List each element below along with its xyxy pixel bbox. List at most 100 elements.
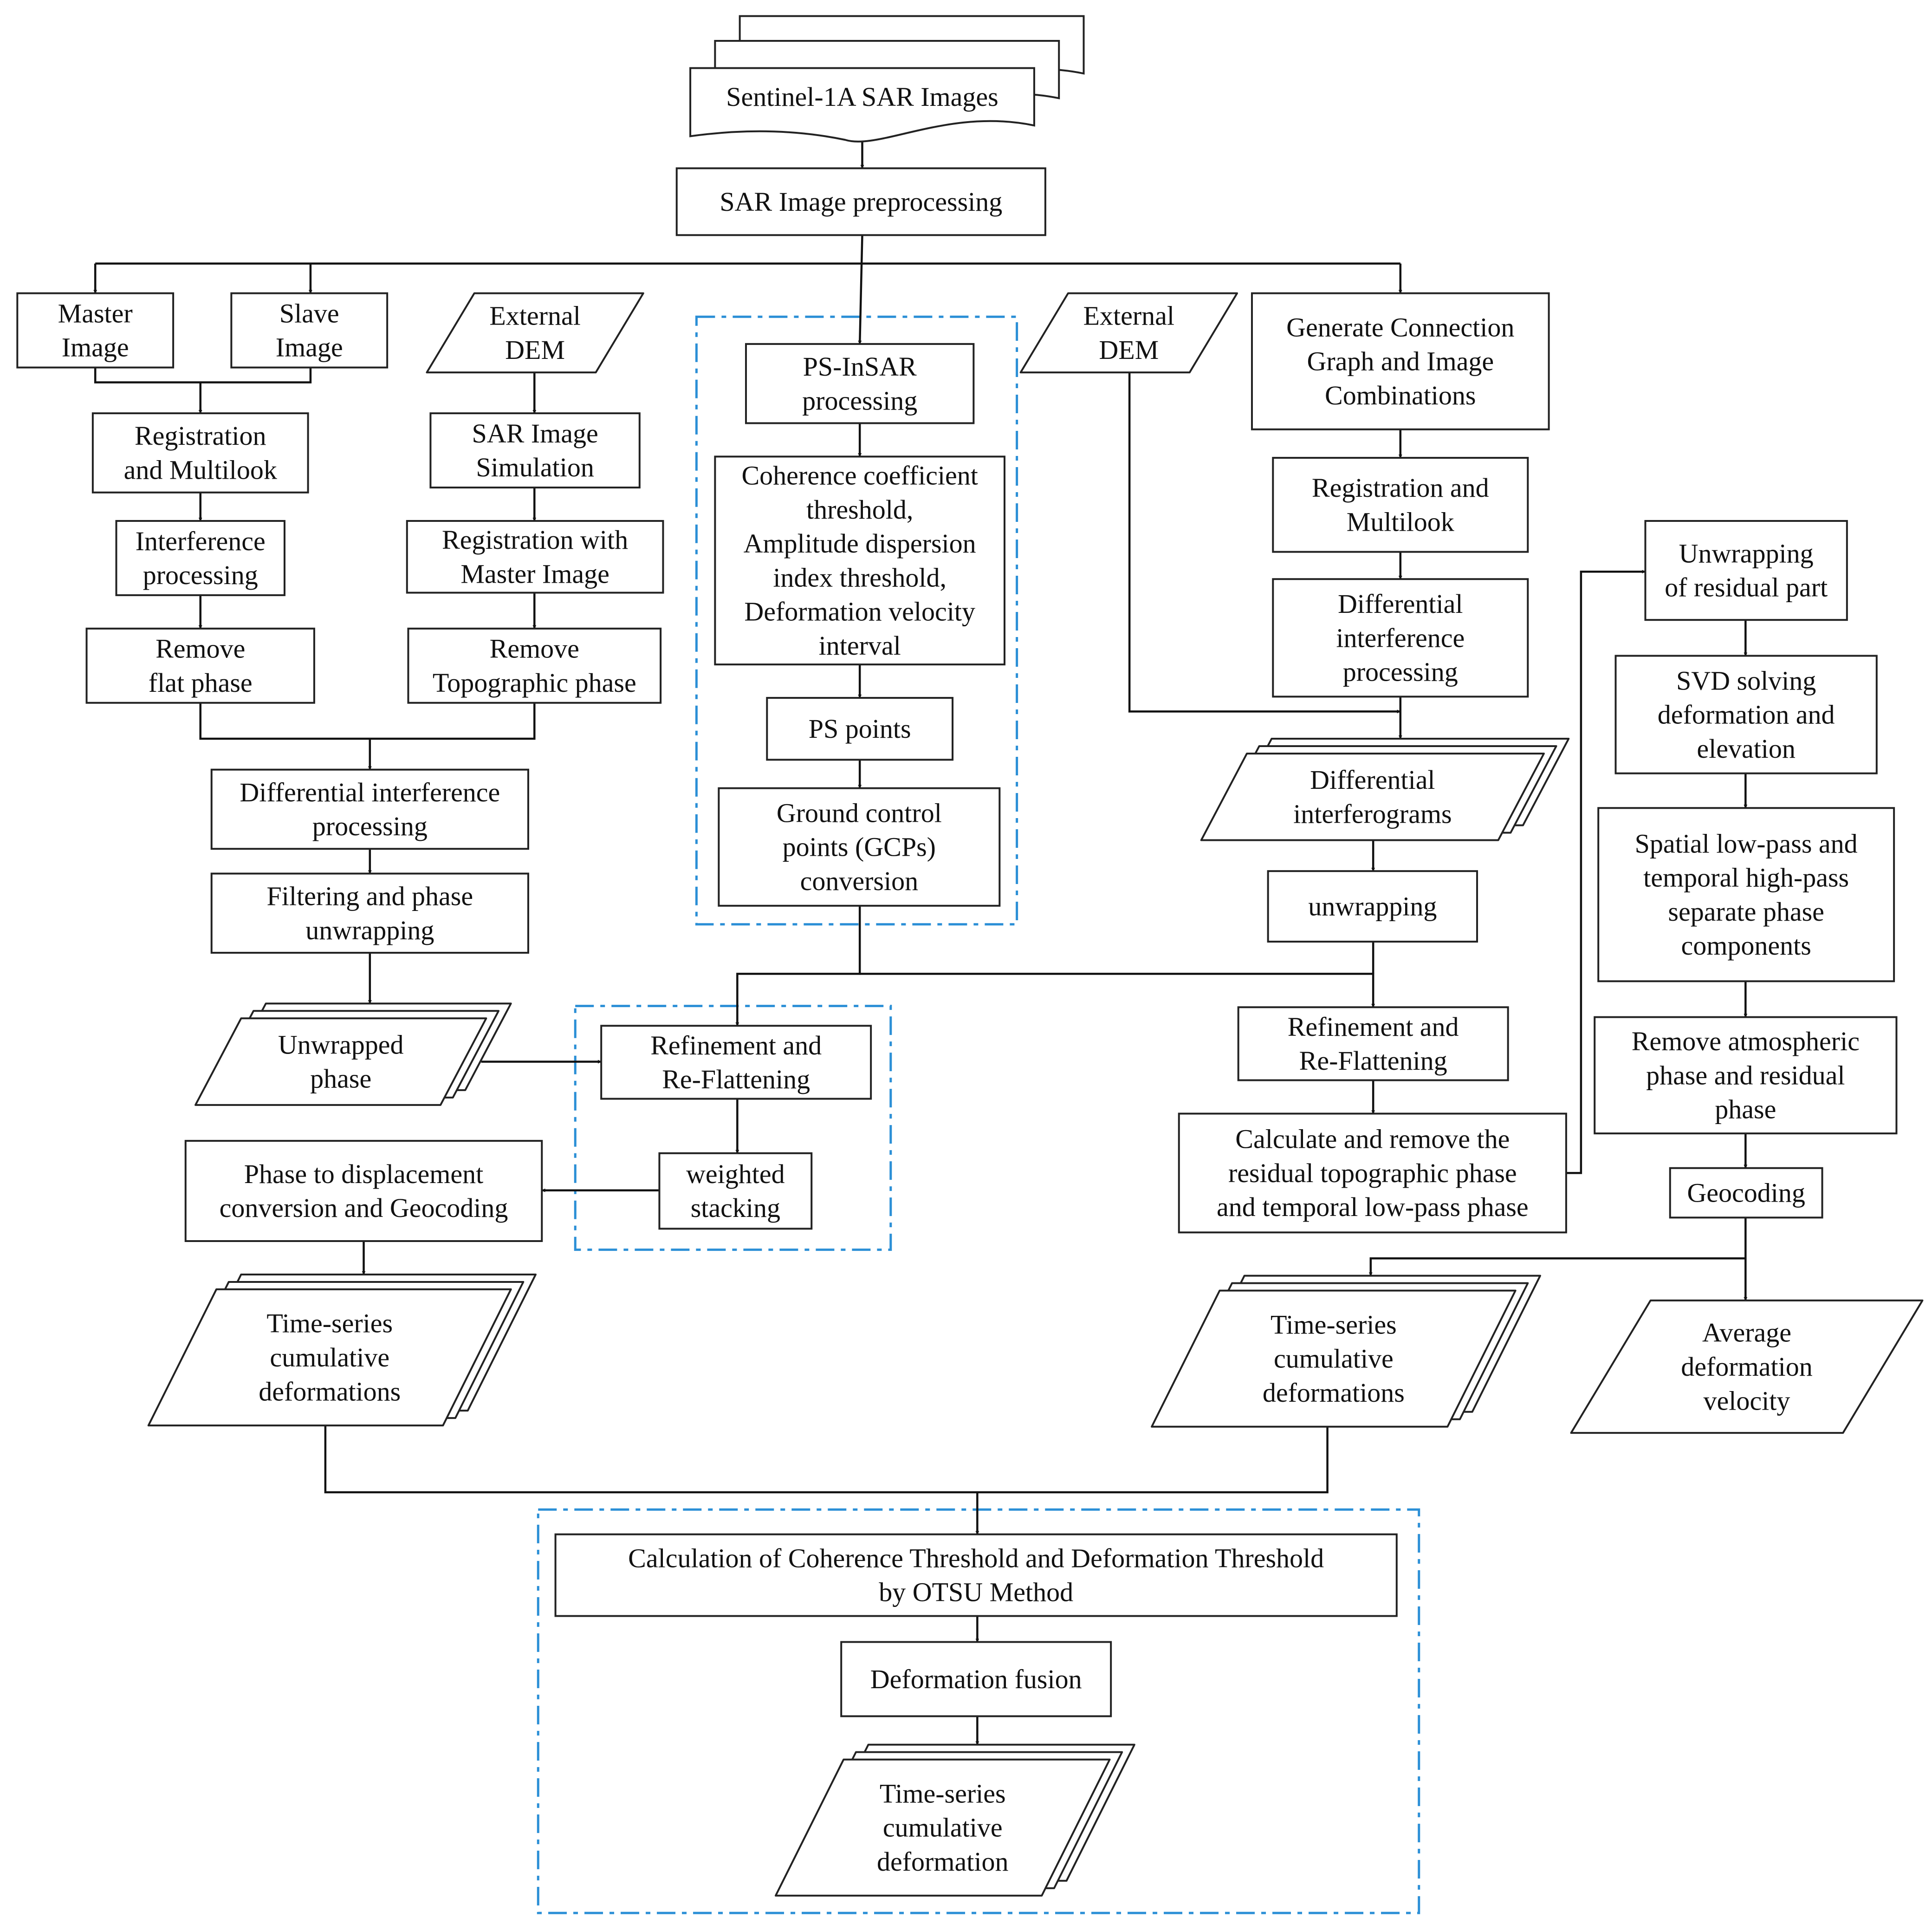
sentinel-sar-images: Sentinel-1A SAR Images <box>689 15 1085 143</box>
remove-atmospheric-phase-label-3: phase <box>1715 1094 1776 1125</box>
connector-7 <box>94 367 312 384</box>
external-dem-left-label-2: DEM <box>505 335 565 365</box>
external-dem-left-label-1: External <box>489 301 580 331</box>
svd-solving-label-1: SVD solving <box>1676 665 1816 696</box>
average-deformation-velocity-label-3: velocity <box>1704 1385 1790 1416</box>
connector-19 <box>199 702 536 740</box>
external-dem-right-label-2: DEM <box>1099 335 1159 365</box>
threshold-settings-label-6: interval <box>819 631 901 661</box>
weighted-stacking: weighted stacking <box>658 1152 813 1230</box>
slave-image-label-2: Image <box>276 332 343 363</box>
registration-multilook-left-label-2: and Multilook <box>124 455 277 485</box>
weighted-stacking-label-2: stacking <box>691 1193 780 1223</box>
ps-points: PS points <box>766 697 954 761</box>
differential-interference-processing-left-label-1: Differential interference <box>240 777 500 807</box>
registration-multilook-left-label-1: Registration <box>135 421 266 451</box>
filtering-phase-unwrapping-label-1: Filtering and phase <box>267 881 473 911</box>
remove-topographic-phase-label-2: Topographic phase <box>433 668 636 698</box>
ps-insar-processing-label-2: processing <box>802 385 917 416</box>
remove-flat-phase-label-2: flat phase <box>149 668 253 698</box>
average-deformation-velocity-label-1: Average <box>1702 1318 1791 1348</box>
connector-21 <box>1128 372 1401 714</box>
connector-38 <box>1566 570 1646 1174</box>
time-series-deformation-final-label-2: cumulative <box>883 1813 1003 1843</box>
registration-multilook-left: Registration and Multilook <box>91 412 309 494</box>
phase-to-displacement-geocoding-label-2: conversion and Geocoding <box>220 1193 508 1223</box>
calculate-remove-residual-topographic-label-2: residual topographic phase <box>1228 1158 1517 1188</box>
time-series-deformations-right-label-3: deformations <box>1263 1378 1405 1408</box>
spatial-temporal-separation-label-3: separate phase <box>1668 897 1824 927</box>
otsu-threshold-calculation-label-1: Calculation of Coherence Threshold and D… <box>628 1543 1324 1573</box>
refinement-reflattening-right-label-2: Re-Flattening <box>1299 1046 1447 1076</box>
weighted-stacking-label-1: weighted <box>686 1159 785 1189</box>
refinement-reflattening-left-label-1: Refinement and <box>650 1030 822 1060</box>
sar-image-preprocessing-label-1: SAR Image preprocessing <box>720 187 1002 217</box>
sentinel-sar-images-label-1: Sentinel-1A SAR Images <box>726 82 998 112</box>
time-series-deformations-left-label-1: Time-series <box>266 1308 393 1339</box>
gcp-conversion-label-3: conversion <box>800 866 919 896</box>
time-series-deformations-right-label-2: cumulative <box>1274 1344 1394 1374</box>
otsu-threshold-calculation-label-2: by OTSU Method <box>879 1577 1073 1607</box>
average-deformation-velocity-label-2: deformation <box>1681 1352 1812 1382</box>
group-fusion <box>537 1508 1420 1914</box>
time-series-deformation-final-label-3: deformation <box>877 1847 1008 1877</box>
remove-topographic-phase-label-1: Remove <box>490 634 579 664</box>
interference-processing: Interference processing <box>115 520 285 596</box>
threshold-settings-label-4: index threshold, <box>773 562 947 592</box>
unwrapping-step: unwrapping <box>1267 870 1478 943</box>
geocoding-label-1: Geocoding <box>1687 1178 1805 1208</box>
gcp-conversion-label-1: Ground control <box>777 798 942 828</box>
time-series-deformations-left-label-2: cumulative <box>270 1342 389 1372</box>
calculate-remove-residual-topographic-label-3: and temporal low-pass phase <box>1217 1192 1529 1222</box>
deformation-fusion-label-1: Deformation fusion <box>870 1664 1082 1694</box>
interference-processing-label-2: processing <box>143 560 258 590</box>
differential-interference-processing-left-label-2: processing <box>312 811 428 841</box>
threshold-settings-label-1: Coherence coefficient <box>741 461 978 491</box>
connector-40 <box>1368 1257 1746 1276</box>
connector-2 <box>858 235 863 345</box>
differential-interference-processing-right-label-3: processing <box>1343 657 1458 687</box>
slave-image-label-1: Slave <box>279 298 339 328</box>
phase-to-displacement-geocoding-label-1: Phase to displacement <box>244 1159 483 1189</box>
generate-connection-graph-label-1: Generate Connection <box>1286 312 1514 342</box>
master-image-label-2: Image <box>62 332 129 363</box>
spatial-temporal-separation-label-1: Spatial low-pass and <box>1635 828 1858 858</box>
remove-atmospheric-phase-label-2: phase and residual <box>1646 1060 1845 1090</box>
sar-image-simulation-label-2: Simulation <box>476 452 594 482</box>
sar-image-simulation-label-1: SAR Image <box>472 418 598 449</box>
generate-connection-graph-label-2: Graph and Image <box>1307 346 1494 377</box>
threshold-settings-label-2: threshold, <box>806 494 913 525</box>
interference-processing-label-1: Interference <box>136 526 266 556</box>
registration-multilook-right-label-1: Registration and <box>1312 473 1489 503</box>
differential-interferograms: Differential interferograms <box>1200 738 1570 841</box>
differential-interferograms-label-2: interferograms <box>1293 799 1452 829</box>
differential-interferograms-label-1: Differential <box>1310 765 1435 795</box>
ps-insar-processing-label-1: PS-InSAR <box>803 351 917 382</box>
group-stacking <box>574 1005 892 1251</box>
threshold-settings-label-5: Deformation velocity <box>744 597 975 627</box>
external-dem-right-label-1: External <box>1083 301 1174 331</box>
refinement-reflattening-left-label-2: Re-Flattening <box>662 1064 810 1094</box>
